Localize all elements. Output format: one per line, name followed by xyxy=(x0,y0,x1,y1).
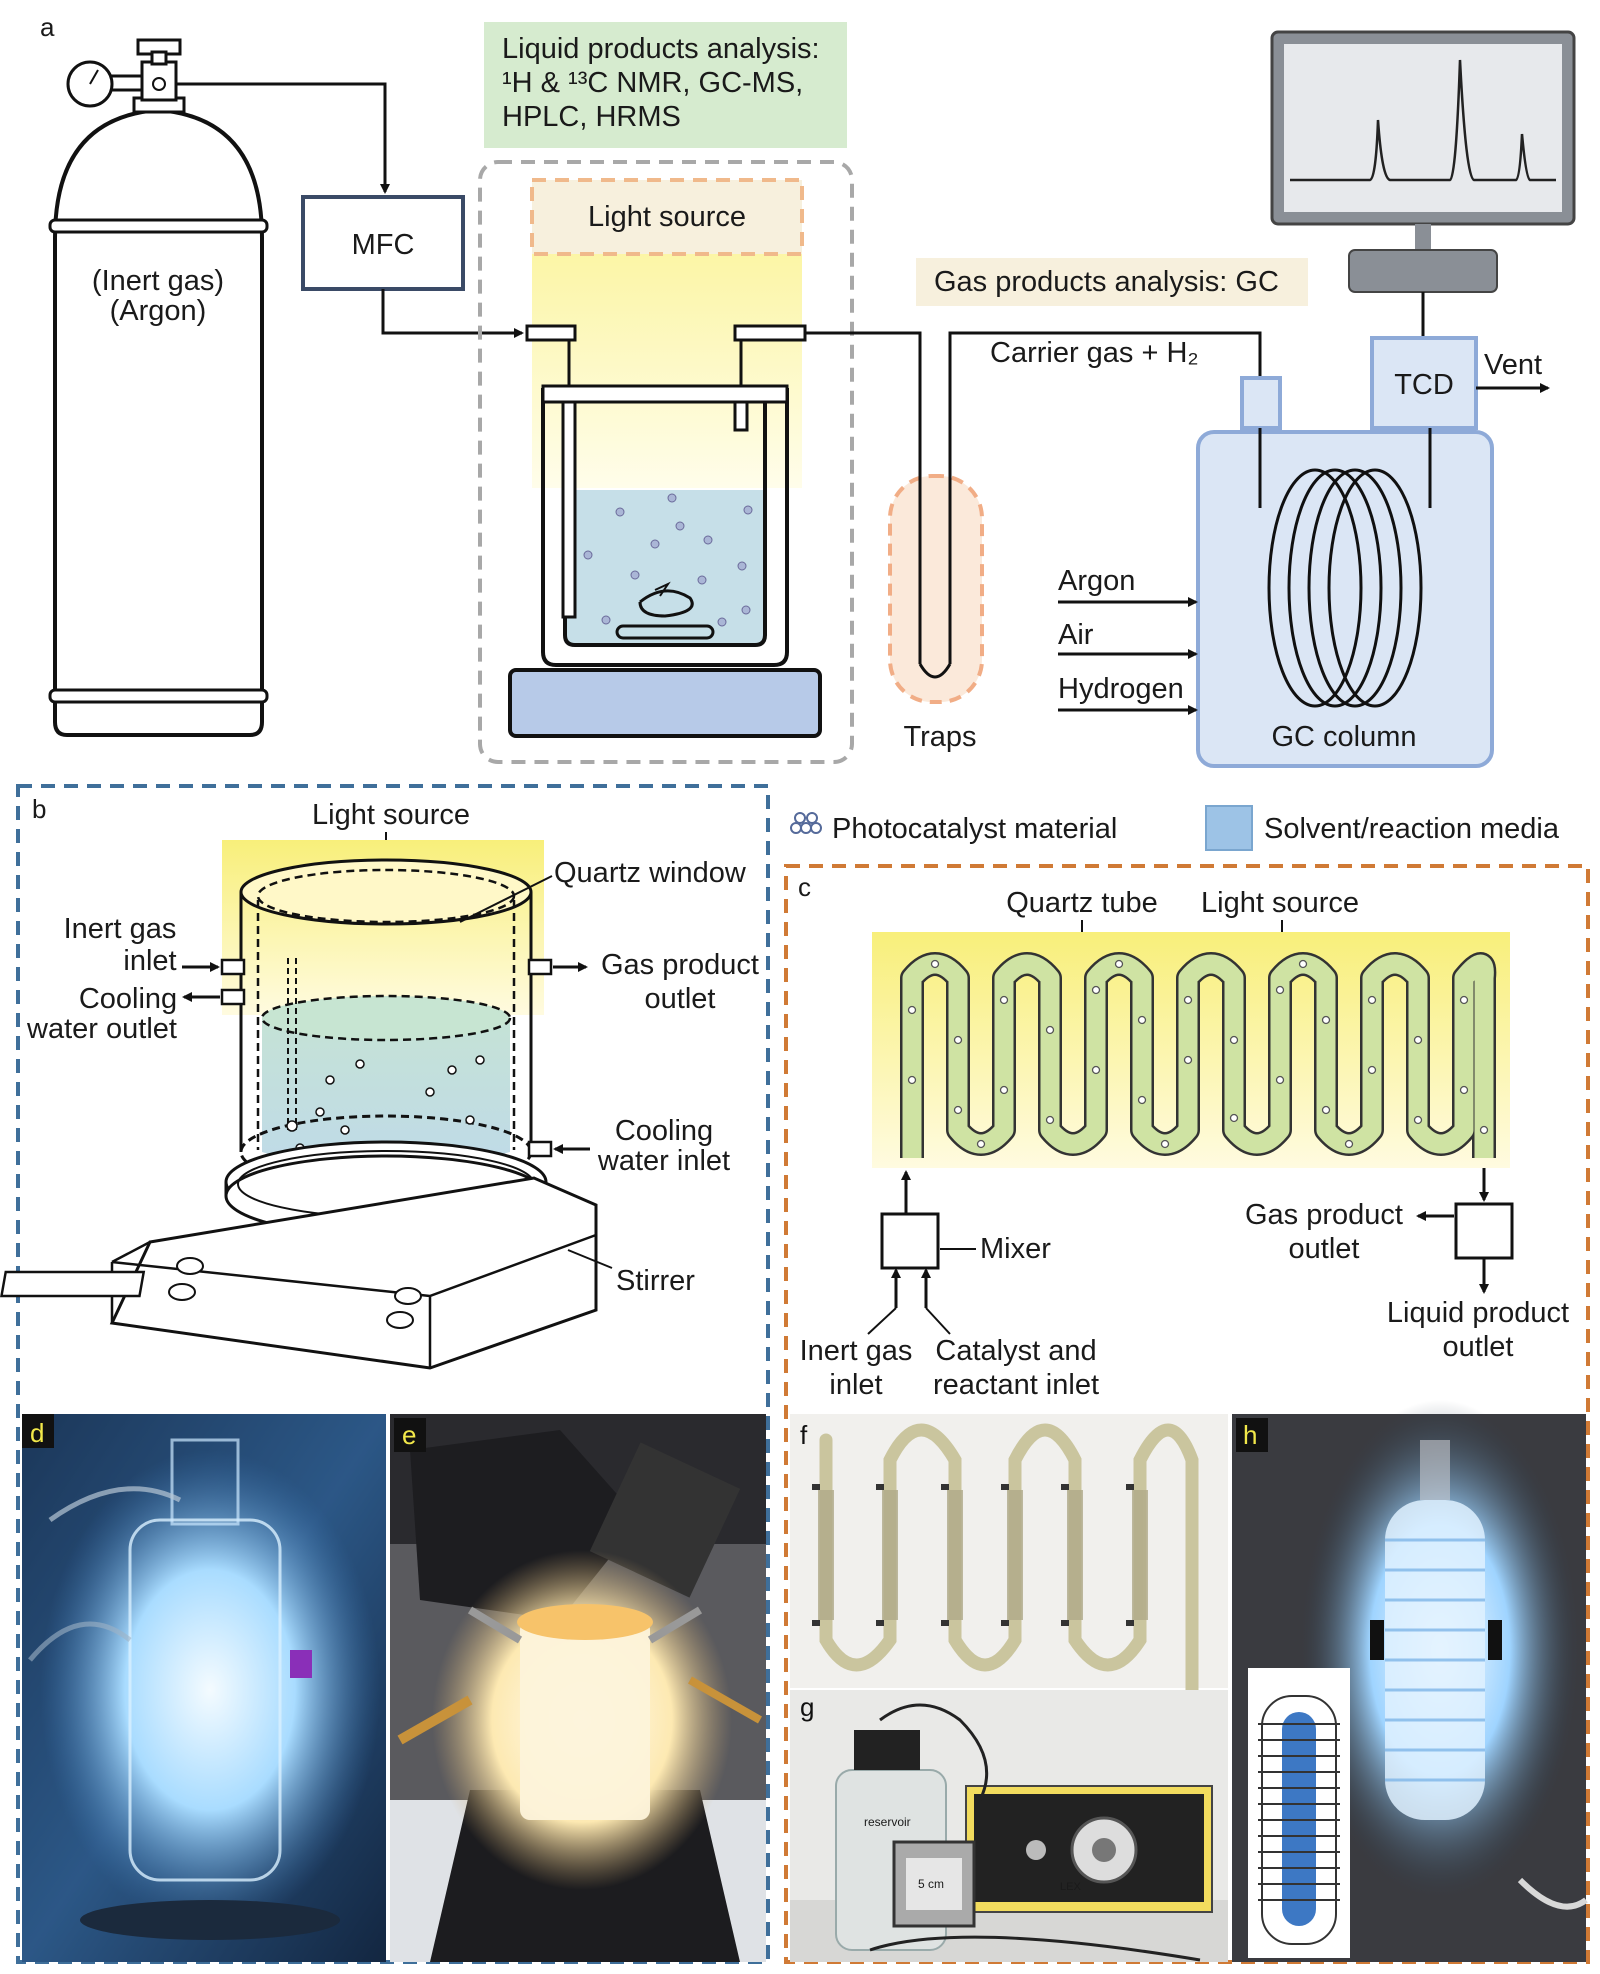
gas-product-c-label-2: outlet xyxy=(1289,1233,1360,1265)
cooling-out-label-2: water outlet xyxy=(26,1013,177,1045)
pump-brand-label: LEX xyxy=(1060,1881,1081,1893)
catalyst-label-1: Catalyst and xyxy=(935,1335,1096,1367)
panel-c: c Quartz tube Light source Mixer xyxy=(784,864,1590,1964)
tcd-label: TCD xyxy=(1394,369,1454,401)
traps-label: Traps xyxy=(903,721,976,753)
legend-photocatalyst-label: Photocatalyst material xyxy=(832,813,1117,845)
gas-cylinder: (Inert gas) (Argon) xyxy=(48,38,269,737)
gas-product-label-1: Gas product xyxy=(601,949,759,981)
gas-product-c-label-1: Gas product xyxy=(1245,1199,1403,1231)
stirrer-label: Stirrer xyxy=(616,1265,695,1297)
legend-solvent-swatch xyxy=(1205,805,1253,851)
inert-gas-label-2: inlet xyxy=(123,945,176,977)
reactor-enclosure xyxy=(478,160,854,764)
legend-solvent-label: Solvent/reaction media xyxy=(1264,813,1560,845)
panel-label-g: g xyxy=(800,1692,814,1722)
gc-oven xyxy=(1196,430,1494,768)
gas-analysis-label: Gas products analysis: GC xyxy=(934,266,1279,298)
catalyst-label-2: reactant inlet xyxy=(933,1369,1099,1401)
mfc-box xyxy=(301,195,465,291)
panel-b: b Light source xyxy=(0,784,770,1964)
cylinder-label-1: (Inert gas) xyxy=(92,265,224,297)
legend: Photocatalyst material Solvent/reaction … xyxy=(790,805,1560,851)
trap-box xyxy=(888,474,984,704)
mixer-box xyxy=(880,1212,940,1270)
panel-label-f: f xyxy=(800,1420,808,1450)
liquid-analysis-box xyxy=(484,22,847,148)
gc-column-label: GC column xyxy=(1271,721,1416,753)
separator-box xyxy=(1454,1202,1514,1260)
light-source-box xyxy=(530,178,804,256)
liquid-analysis-line2: ¹H & ¹³C NMR, GC-MS, xyxy=(502,67,803,99)
photo-h: h xyxy=(1232,1400,1588,1962)
photocatalyst-icon xyxy=(790,812,822,834)
panel-label-h: h xyxy=(1243,1420,1257,1450)
hydrogen-label: Hydrogen xyxy=(1058,673,1184,705)
liquid-analysis-line1: Liquid products analysis: xyxy=(502,33,820,65)
panel-label-e: e xyxy=(402,1420,416,1450)
inert-gas-c-label-1: Inert gas xyxy=(800,1335,913,1367)
argon-label: Argon xyxy=(1058,565,1135,597)
cooling-in-label-2: water inlet xyxy=(597,1145,730,1177)
inert-gas-c-label-2: inlet xyxy=(829,1369,882,1401)
gas-analysis-box xyxy=(916,258,1308,306)
quartz-window-label: Quartz window xyxy=(554,857,747,889)
light-source-label-c: Light source xyxy=(1201,887,1359,919)
photo-g: reservoir LEX 5 cm g xyxy=(790,1690,1228,1962)
air-label: Air xyxy=(1058,619,1094,651)
photo-d: d xyxy=(22,1414,386,1962)
light-source-label-a: Light source xyxy=(588,201,746,233)
scale-label: 5 cm xyxy=(918,1877,944,1891)
panel-a: a (Inert gas) (Argon) MFC Liquid product… xyxy=(40,12,1576,768)
light-source-label-b: Light source xyxy=(312,799,470,831)
photo-e: e xyxy=(390,1414,766,1962)
cooling-out-label-1: Cooling xyxy=(79,983,177,1015)
mfc-label: MFC xyxy=(352,229,415,261)
liquid-analysis-line3: HPLC, HRMS xyxy=(502,101,681,133)
cooling-in-label-1: Cooling xyxy=(615,1115,713,1147)
inert-gas-label-1: Inert gas xyxy=(64,913,177,945)
liquid-product-label-1: Liquid product xyxy=(1387,1297,1569,1329)
gc-coil xyxy=(1267,468,1423,708)
panel-c-border xyxy=(784,864,1590,1964)
monitor xyxy=(1270,30,1576,293)
vent-label: Vent xyxy=(1484,349,1542,381)
panel-label-d: d xyxy=(30,1418,44,1448)
photo-f: f xyxy=(790,1414,1228,1697)
reservoir-label: reservoir xyxy=(864,1815,911,1829)
liquid-product-label-2: outlet xyxy=(1443,1331,1514,1363)
quartz-tube-label: Quartz tube xyxy=(1006,887,1158,919)
stir-plate xyxy=(508,668,822,738)
gas-product-label-2: outlet xyxy=(645,983,716,1015)
panel-label-b: b xyxy=(32,794,46,824)
panel-label-c: c xyxy=(798,872,811,902)
panel-label-a: a xyxy=(40,12,55,42)
mixer-label: Mixer xyxy=(980,1233,1051,1265)
cylinder-label-2: (Argon) xyxy=(110,295,207,327)
carrier-gas-label: Carrier gas + H₂ xyxy=(990,337,1199,369)
